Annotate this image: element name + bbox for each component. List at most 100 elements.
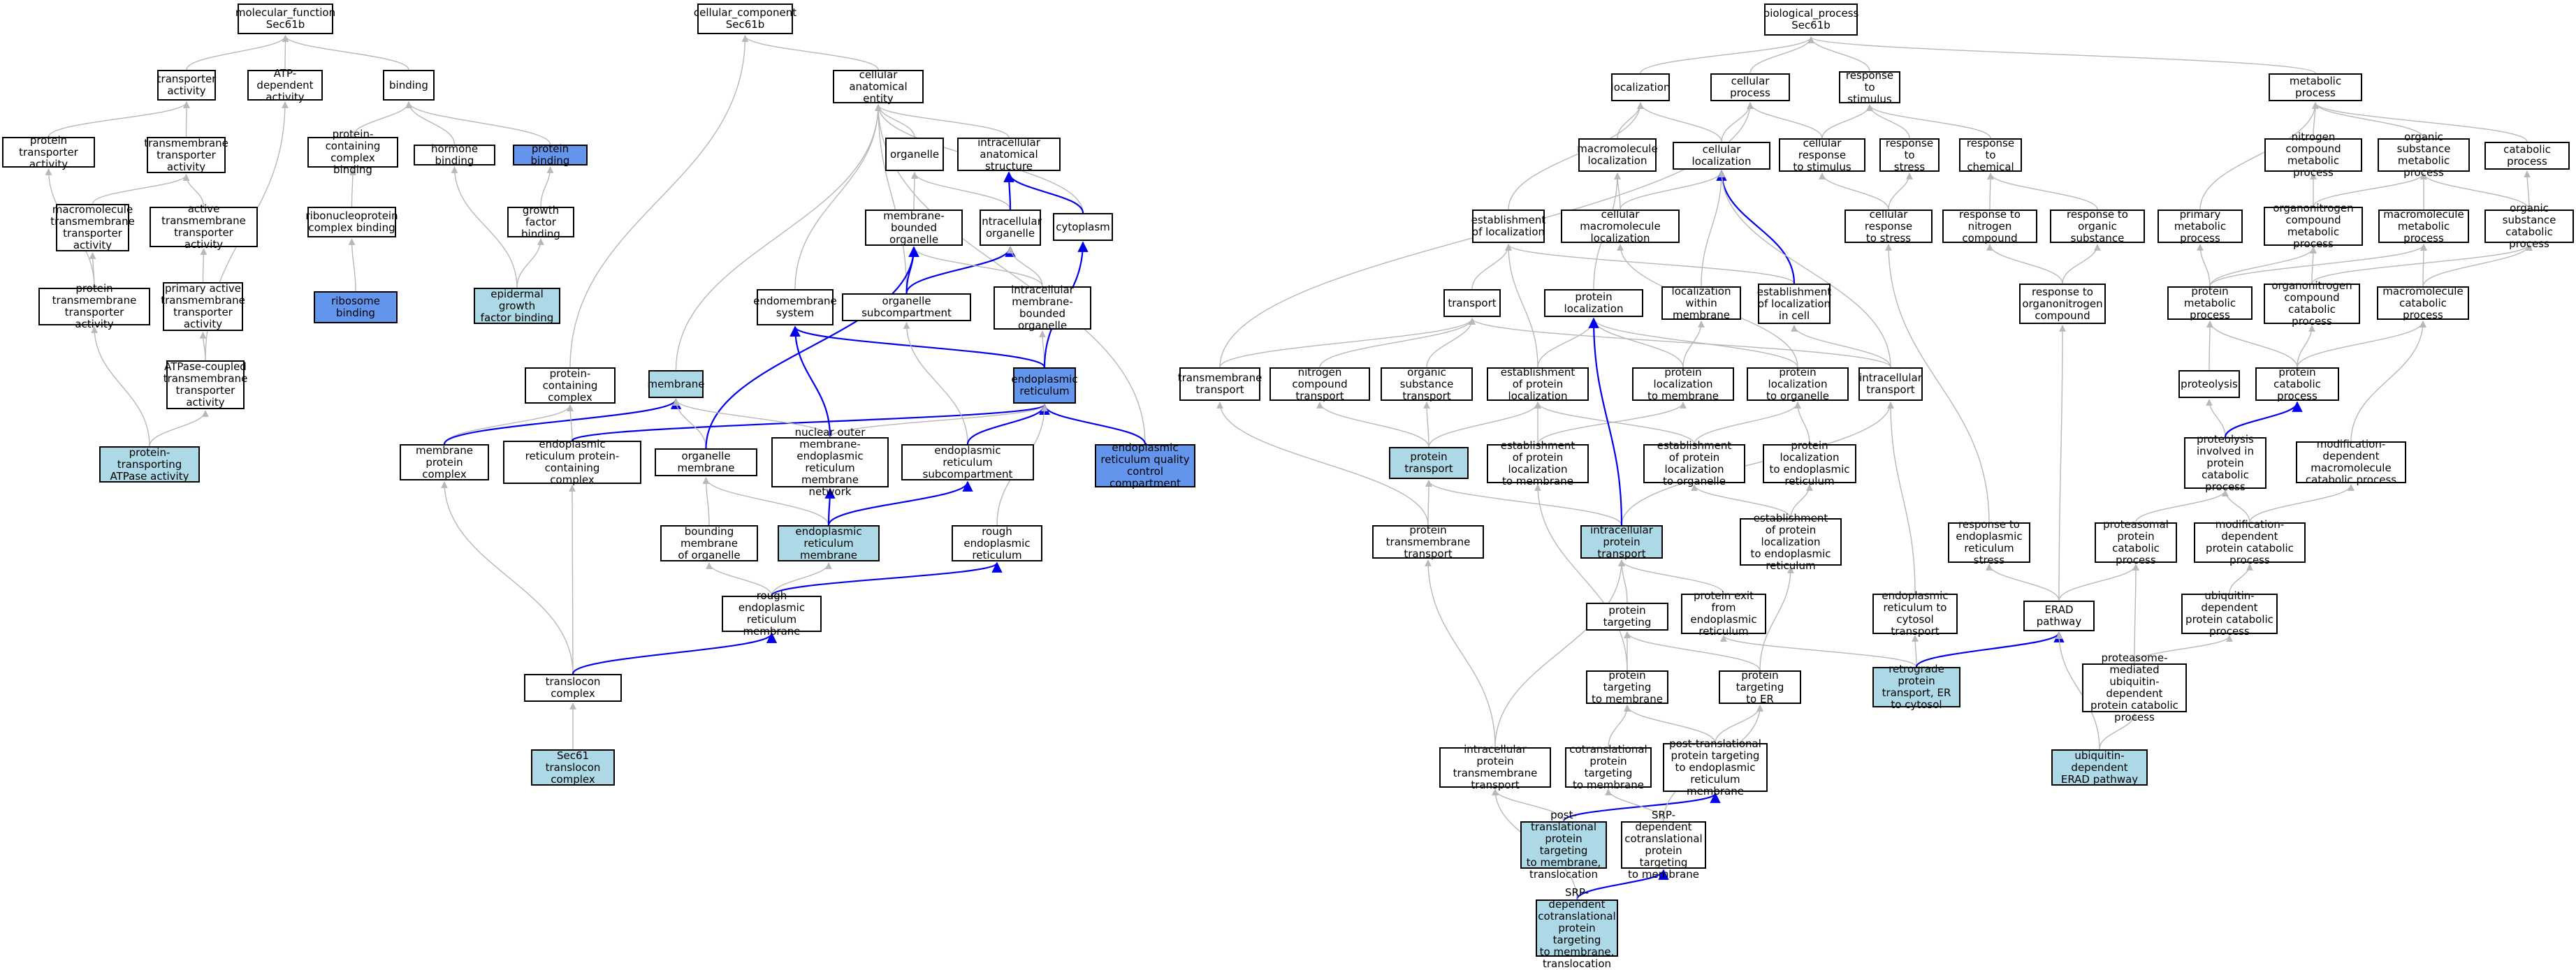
node-cellular-anatomical-entity[interactable]: cellular anatomical entity: [833, 68, 924, 104]
node-protein-localization-to-membrane[interactable]: protein localization to membrane: [1632, 366, 1734, 402]
node-erad-pathway[interactable]: ERAD pathway: [2023, 601, 2095, 631]
node-proteolysis-involved-in-protein-catabolic-process[interactable]: proteolysis involved in protein cataboli…: [2184, 433, 2266, 492]
node-localization[interactable]: localization: [1611, 73, 1670, 101]
node-intracellular-protein-transport[interactable]: intracellular protein transport: [1580, 524, 1663, 559]
node-macromolecule-localization[interactable]: macromolecule localization: [1577, 138, 1658, 172]
node-catabolic-process[interactable]: catabolic process: [2484, 142, 2570, 170]
node-post-translational-protein-targeting-translocation[interactable]: post-translational protein targeting to …: [1520, 809, 1607, 881]
node-srp-dependent-cotranslational-translocation[interactable]: SRP-dependent cotranslational protein ta…: [1536, 886, 1618, 969]
node-atpase-coupled-transmembrane-transporter-activity[interactable]: ATPase-coupled transmembrane transporter…: [163, 360, 248, 409]
node-rough-er-membrane[interactable]: rough endoplasmic reticulum membrane: [722, 590, 822, 638]
node-nuclear-outer-membrane-er-network[interactable]: nuclear outer membrane-endoplasmic retic…: [771, 427, 889, 498]
node-nitrogen-compound-metabolic-process[interactable]: nitrogen compound metabolic process: [2264, 131, 2362, 179]
node-post-translational-protein-targeting-to-er-membrane[interactable]: post-translational protein targeting to …: [1663, 737, 1768, 797]
node-establishment-of-localization-in-cell[interactable]: establishment of localization in cell: [1757, 284, 1831, 324]
node-macromolecule-transmembrane-transporter-activity[interactable]: macromolecule transmembrane transporter …: [50, 203, 135, 251]
node-protein-transmembrane-transport[interactable]: protein transmembrane transport: [1372, 524, 1484, 559]
node-cellular-localization[interactable]: cellular localization: [1673, 142, 1770, 170]
node-protein-metabolic-process[interactable]: protein metabolic process: [2167, 285, 2253, 321]
node-transport[interactable]: transport: [1443, 289, 1501, 317]
node-proteasome-mediated-ubiquitin-dependent-protein-catabolic-process[interactable]: proteasome-mediated ubiquitin-dependent …: [2082, 652, 2187, 723]
node-establishment-of-protein-localization-to-organelle[interactable]: establishment of protein localization to…: [1643, 440, 1745, 487]
node-establishment-of-localization[interactable]: establishment of localization: [1471, 210, 1545, 243]
node-hormone-binding[interactable]: hormone binding: [414, 143, 495, 167]
node-endoplasmic-reticulum-membrane[interactable]: endoplasmic reticulum membrane: [778, 525, 880, 561]
node-establishment-of-protein-localization-to-membrane[interactable]: establishment of protein localization to…: [1487, 440, 1589, 487]
node-ribonucleoprotein-complex-binding[interactable]: ribonucleoprotein complex binding: [305, 207, 398, 237]
node-cytoplasm[interactable]: cytoplasm: [1053, 213, 1113, 241]
node-endomembrane-system[interactable]: endomembrane system: [753, 289, 837, 325]
node-transporter-activity[interactable]: transporter activity: [157, 70, 216, 101]
node-response-to-organic-substance[interactable]: response to organic substance: [2050, 208, 2145, 244]
node-establishment-of-protein-localization[interactable]: establishment of protein localization: [1487, 366, 1589, 402]
node-cellular-response-to-stimulus[interactable]: cellular response to stimulus: [1779, 137, 1865, 172]
node-protein-transport[interactable]: protein transport: [1389, 447, 1469, 479]
node-modification-dependent-protein-catabolic-process[interactable]: modification-dependent protein catabolic…: [2194, 519, 2306, 566]
node-primary-metabolic-process[interactable]: primary metabolic process: [2157, 208, 2243, 244]
node-establishment-of-protein-localization-to-er[interactable]: establishment of protein localization to…: [1740, 512, 1842, 571]
node-primary-active-transmembrane-transporter-activity[interactable]: primary active transmembrane transporter…: [161, 282, 245, 331]
node-epidermal-growth-factor-binding[interactable]: epidermal growth factor binding: [474, 288, 560, 324]
node-proteasomal-protein-catabolic-process[interactable]: proteasomal protein catabolic process: [2095, 519, 2177, 566]
node-transmembrane-transporter-activity[interactable]: transmembrane transporter activity: [144, 136, 228, 173]
node-organic-substance-catabolic-process[interactable]: organic substance catabolic process: [2484, 203, 2574, 250]
node-organelle-membrane[interactable]: organelle membrane: [655, 448, 757, 476]
node-protein-targeting-to-er[interactable]: protein targeting to ER: [1719, 669, 1801, 705]
node-organic-substance-metabolic-process[interactable]: organic substance metabolic process: [2378, 131, 2470, 179]
node-bounding-membrane-of-organelle[interactable]: bounding membrane of organelle: [660, 525, 758, 561]
node-ubiquitin-dependent-erad-pathway[interactable]: ubiquitin-dependent ERAD pathway: [2051, 749, 2148, 786]
node-proteolysis[interactable]: proteolysis: [2178, 370, 2240, 398]
node-cellular-component-root[interactable]: cellular_component Sec61b: [694, 3, 796, 34]
node-sec61-translocon-complex[interactable]: Sec61 translocon complex: [531, 749, 615, 786]
node-organonitrogen-compound-metabolic-process[interactable]: organonitrogen compound metabolic proces…: [2264, 203, 2363, 250]
node-localization-within-membrane[interactable]: localization within membrane: [1661, 285, 1741, 321]
node-protein-binding[interactable]: protein binding: [513, 143, 588, 167]
node-protein-localization[interactable]: protein localization: [1544, 289, 1643, 317]
node-response-to-organonitrogen-compound[interactable]: response to organonitrogen compound: [2019, 284, 2106, 324]
node-transmembrane-transport[interactable]: transmembrane transport: [1178, 367, 1262, 401]
node-membrane-protein-complex[interactable]: membrane protein complex: [400, 444, 489, 480]
node-protein-exit-from-er[interactable]: protein exit from endoplasmic reticulum: [1681, 590, 1766, 638]
node-membrane[interactable]: membrane: [647, 370, 705, 398]
node-response-to-stimulus[interactable]: response to stimulus: [1839, 69, 1900, 105]
node-cotranslational-protein-targeting-to-membrane[interactable]: cotranslational protein targeting to mem…: [1565, 744, 1652, 791]
node-protein-targeting[interactable]: protein targeting: [1586, 603, 1668, 631]
node-response-to-chemical[interactable]: response to chemical: [1959, 137, 2022, 172]
node-response-to-nitrogen-compound[interactable]: response to nitrogen compound: [1942, 208, 2037, 244]
node-intracellular-anatomical-structure[interactable]: intracellular anatomical structure: [957, 136, 1061, 172]
node-response-to-er-stress[interactable]: response to endoplasmic reticulum stress: [1948, 519, 2030, 566]
node-cellular-response-to-stress[interactable]: cellular response to stress: [1844, 208, 1933, 244]
node-intracellular-organelle[interactable]: intracellular organelle: [979, 210, 1042, 246]
node-intracellular-protein-transmembrane-transport[interactable]: intracellular protein transmembrane tran…: [1439, 744, 1551, 791]
node-er-to-cytosol-transport[interactable]: endoplasmic reticulum to cytosol transpo…: [1872, 590, 1958, 638]
node-nitrogen-compound-transport[interactable]: nitrogen compound transport: [1269, 366, 1370, 402]
node-organelle-subcompartment[interactable]: organelle subcompartment: [842, 293, 971, 321]
node-membrane-bounded-organelle[interactable]: membrane-bounded organelle: [865, 210, 963, 246]
node-protein-targeting-to-membrane[interactable]: protein targeting to membrane: [1586, 669, 1668, 705]
node-atp-dependent-activity[interactable]: ATP-dependent activity: [247, 67, 323, 103]
node-protein-containing-complex-binding[interactable]: protein-containing complex binding: [307, 128, 398, 176]
node-endoplasmic-reticulum-subcompartment[interactable]: endoplasmic reticulum subcompartment: [901, 444, 1034, 480]
node-macromolecule-metabolic-process[interactable]: macromolecule metabolic process: [2378, 208, 2469, 244]
node-protein-transmembrane-transporter-activity[interactable]: protein transmembrane transporter activi…: [38, 283, 150, 330]
node-intracellular-membrane-bounded-organelle[interactable]: intracellular membrane-bounded organelle: [994, 284, 1091, 332]
node-rough-endoplasmic-reticulum[interactable]: rough endoplasmic reticulum: [952, 525, 1042, 561]
node-protein-transporting-atpase-activity[interactable]: protein-transporting ATPase activity: [99, 446, 200, 483]
node-growth-factor-binding[interactable]: growth factor binding: [507, 204, 574, 240]
node-retrograde-protein-transport-er-to-cytosol[interactable]: retrograde protein transport, ER to cyto…: [1872, 663, 1960, 711]
node-macromolecule-catabolic-process[interactable]: macromolecule catabolic process: [2377, 285, 2469, 321]
node-protein-containing-complex[interactable]: protein-containing complex: [525, 367, 616, 404]
node-protein-transporter-activity[interactable]: protein transporter activity: [2, 134, 95, 170]
node-protein-catabolic-process[interactable]: protein catabolic process: [2255, 366, 2339, 402]
node-cellular-macromolecule-localization[interactable]: cellular macromolecule localization: [1561, 208, 1680, 244]
node-ubiquitin-dependent-protein-catabolic-process[interactable]: ubiquitin-dependent protein catabolic pr…: [2181, 590, 2278, 638]
node-organelle[interactable]: organelle: [885, 138, 944, 171]
node-translocon-complex[interactable]: translocon complex: [524, 674, 622, 702]
node-srp-dependent-cotranslational-protein-targeting[interactable]: SRP-dependent cotranslational protein ta…: [1621, 809, 1706, 881]
node-protein-localization-to-organelle[interactable]: protein localization to organelle: [1747, 366, 1849, 402]
node-modification-dependent-macromolecule-catabolic-process[interactable]: modification-dependent macromolecule cat…: [2296, 439, 2406, 486]
node-active-transmembrane-transporter-activity[interactable]: active transmembrane transporter activit…: [150, 203, 258, 251]
node-organic-substance-transport[interactable]: organic substance transport: [1381, 366, 1473, 402]
node-protein-localization-to-endoplasmic-reticulum[interactable]: protein localization to endoplasmic reti…: [1763, 440, 1856, 487]
node-organonitrogen-compound-catabolic-process[interactable]: organonitrogen compound catabolic proces…: [2264, 280, 2360, 328]
